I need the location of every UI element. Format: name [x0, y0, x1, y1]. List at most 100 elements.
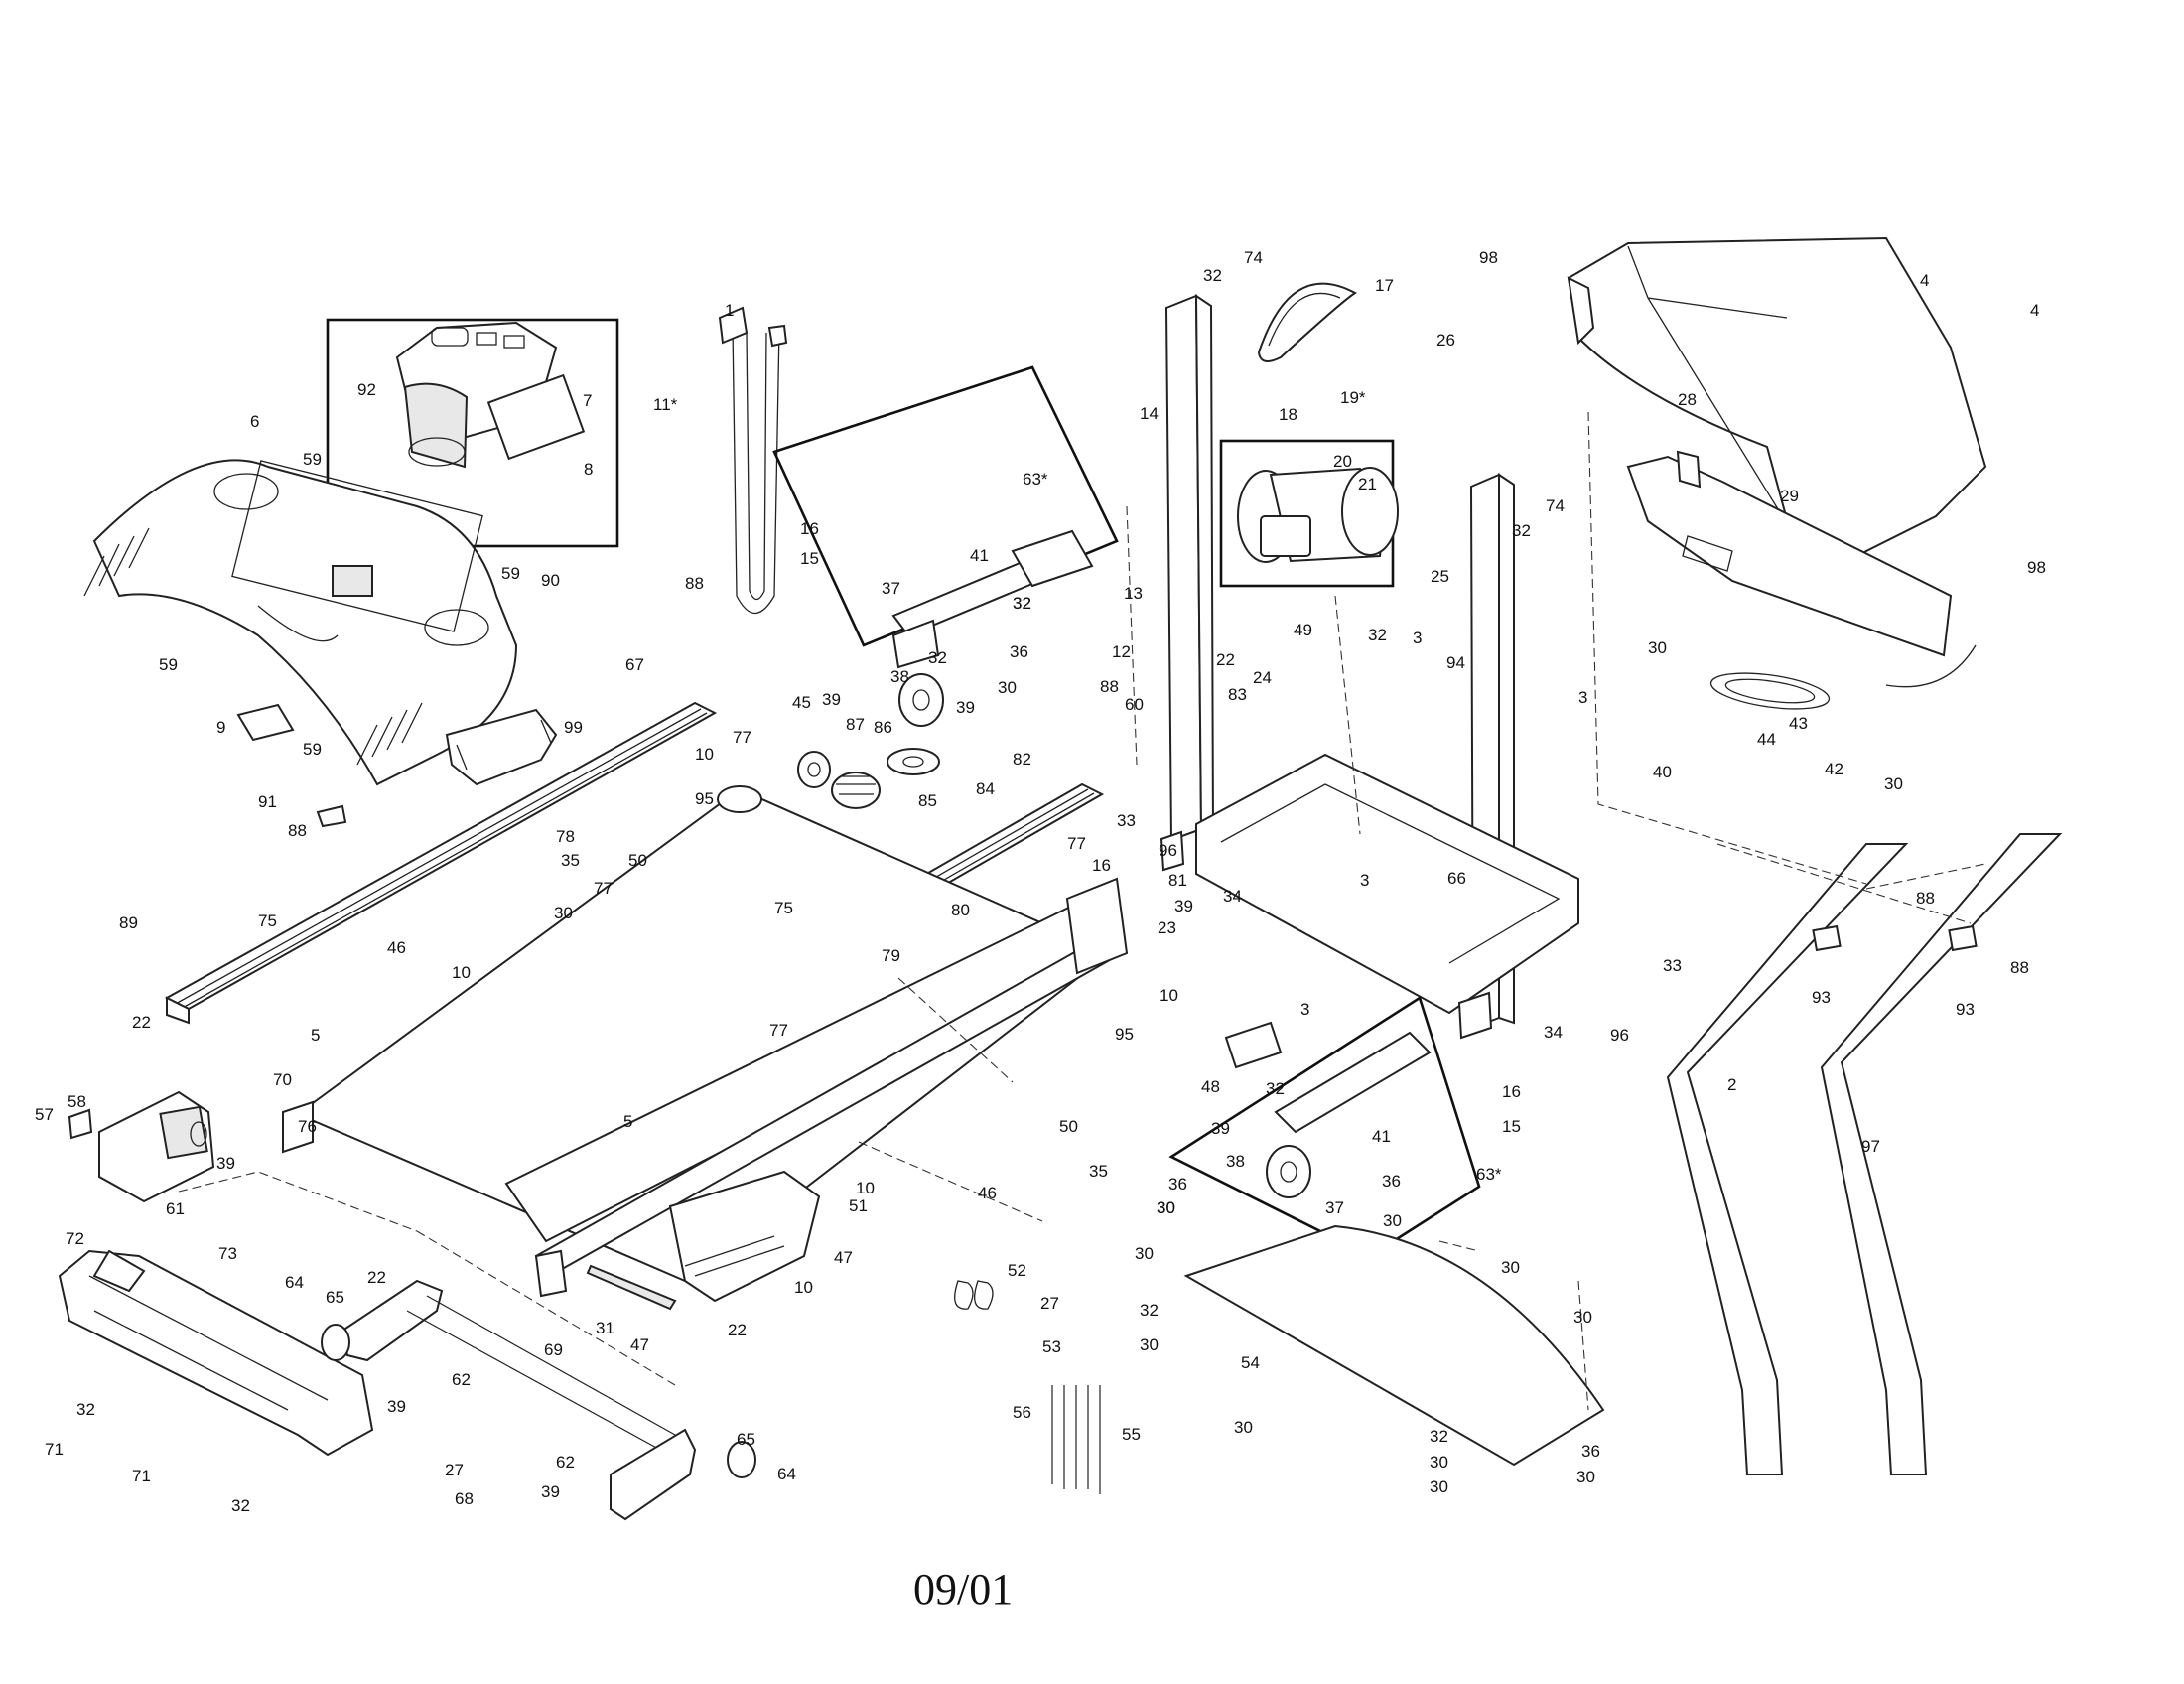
- callout-10: 10: [1160, 986, 1178, 1005]
- callout-66: 66: [1447, 869, 1466, 888]
- callout-24: 24: [1253, 668, 1272, 687]
- callout-10: 10: [856, 1179, 875, 1197]
- callout-96: 96: [1159, 841, 1177, 860]
- callout-59: 59: [303, 450, 322, 469]
- callout-36: 36: [1382, 1172, 1401, 1191]
- callout-35: 35: [1089, 1162, 1108, 1181]
- callout-97: 97: [1861, 1137, 1880, 1156]
- callout-77: 77: [1067, 834, 1086, 853]
- callout-29: 29: [1780, 487, 1799, 505]
- callout-32: 32: [1430, 1427, 1448, 1446]
- callout-12: 12: [1112, 642, 1131, 661]
- motor-controller-board: [1626, 450, 1977, 710]
- callout-36: 36: [1010, 642, 1028, 661]
- callout-44: 44: [1757, 730, 1776, 749]
- callout-2: 2: [1727, 1075, 1736, 1094]
- callout-39: 39: [387, 1397, 406, 1416]
- callout-30: 30: [1140, 1335, 1159, 1354]
- callout-52: 52: [1008, 1261, 1026, 1280]
- callout-labels: 1 2 3 3 3 3 4 4 5 5 6 7 8 9 10 10 10 10 …: [35, 248, 2046, 1515]
- callout-50: 50: [1059, 1117, 1078, 1136]
- callout-95: 95: [695, 789, 714, 808]
- callout-30: 30: [1383, 1211, 1402, 1230]
- callout-76: 76: [298, 1117, 317, 1136]
- callout-14: 14: [1140, 404, 1159, 423]
- callout-96: 96: [1610, 1026, 1629, 1045]
- callout-39: 39: [216, 1154, 235, 1173]
- callout-61: 61: [166, 1199, 185, 1218]
- callout-10: 10: [695, 745, 714, 764]
- callout-22: 22: [1216, 650, 1235, 669]
- callout-51: 51: [849, 1196, 868, 1215]
- callout-74: 74: [1244, 248, 1263, 267]
- callout-32: 32: [1266, 1079, 1285, 1098]
- callout-56: 56: [1013, 1403, 1031, 1422]
- callout-77: 77: [594, 879, 613, 898]
- callout-74: 74: [1546, 496, 1565, 515]
- callout-34: 34: [1223, 887, 1242, 906]
- bottom-panel: [1183, 1224, 1605, 1467]
- callout-42: 42: [1825, 760, 1843, 778]
- drive-pulley-parts: [717, 748, 940, 813]
- callout-55: 55: [1122, 1425, 1141, 1444]
- callout-30: 30: [1430, 1477, 1448, 1496]
- callout-39: 39: [822, 690, 841, 709]
- callout-8: 8: [584, 460, 593, 479]
- callout-86: 86: [874, 718, 892, 737]
- callout-16: 16: [1502, 1082, 1521, 1101]
- callout-43: 43: [1789, 714, 1808, 733]
- callout-91: 91: [258, 792, 277, 811]
- callout-22: 22: [728, 1321, 747, 1339]
- callout-65: 65: [326, 1288, 344, 1307]
- callout-81: 81: [1168, 871, 1187, 890]
- callout-46: 46: [978, 1184, 997, 1202]
- callout-47: 47: [834, 1248, 853, 1267]
- callout-60: 60: [1125, 695, 1144, 714]
- callout-15: 15: [800, 549, 819, 568]
- callout-93: 93: [1812, 988, 1831, 1007]
- callout-28: 28: [1678, 390, 1697, 409]
- callout-79: 79: [882, 946, 900, 965]
- callout-30: 30: [1157, 1198, 1175, 1217]
- callout-75: 75: [774, 899, 793, 917]
- console-base: [83, 459, 518, 786]
- callout-63: 63*: [1023, 470, 1048, 489]
- callout-71: 71: [132, 1467, 151, 1485]
- callout-30: 30: [1135, 1244, 1154, 1263]
- callout-99: 99: [564, 718, 583, 737]
- callout-62: 62: [452, 1370, 471, 1389]
- callout-59: 59: [303, 740, 322, 759]
- callout-21: 21: [1358, 475, 1377, 493]
- drive-belt: [1257, 282, 1357, 362]
- upright-frame: [1160, 294, 1579, 1040]
- callout-84: 84: [976, 779, 995, 798]
- callout-83: 83: [1228, 685, 1247, 704]
- callout-20: 20: [1333, 452, 1352, 471]
- cable-ties: [954, 1280, 1101, 1494]
- callout-22: 22: [367, 1268, 386, 1287]
- callout-57: 57: [35, 1105, 54, 1124]
- callout-27: 27: [1040, 1294, 1059, 1313]
- callout-31: 31: [596, 1319, 614, 1337]
- callout-47: 47: [630, 1335, 649, 1354]
- callout-16: 16: [800, 519, 819, 538]
- revision-date: 09/01: [913, 1565, 1013, 1614]
- deck-frame: [282, 787, 1129, 1298]
- callout-88: 88: [685, 574, 704, 593]
- callout-3: 3: [1300, 1000, 1309, 1019]
- callout-33: 33: [1117, 811, 1136, 830]
- callout-30: 30: [1576, 1468, 1595, 1486]
- callout-35: 35: [561, 851, 580, 870]
- callout-30: 30: [1648, 638, 1667, 657]
- callout-17: 17: [1375, 276, 1394, 295]
- callout-6: 6: [250, 412, 259, 431]
- callout-89: 89: [119, 913, 138, 932]
- callout-64: 64: [285, 1273, 304, 1292]
- callout-70: 70: [273, 1070, 292, 1089]
- callout-80: 80: [951, 901, 970, 919]
- callout-59: 59: [159, 655, 178, 674]
- console-inset-box: [326, 318, 619, 548]
- callout-98: 98: [2027, 558, 2046, 577]
- callout-41: 41: [1372, 1127, 1391, 1146]
